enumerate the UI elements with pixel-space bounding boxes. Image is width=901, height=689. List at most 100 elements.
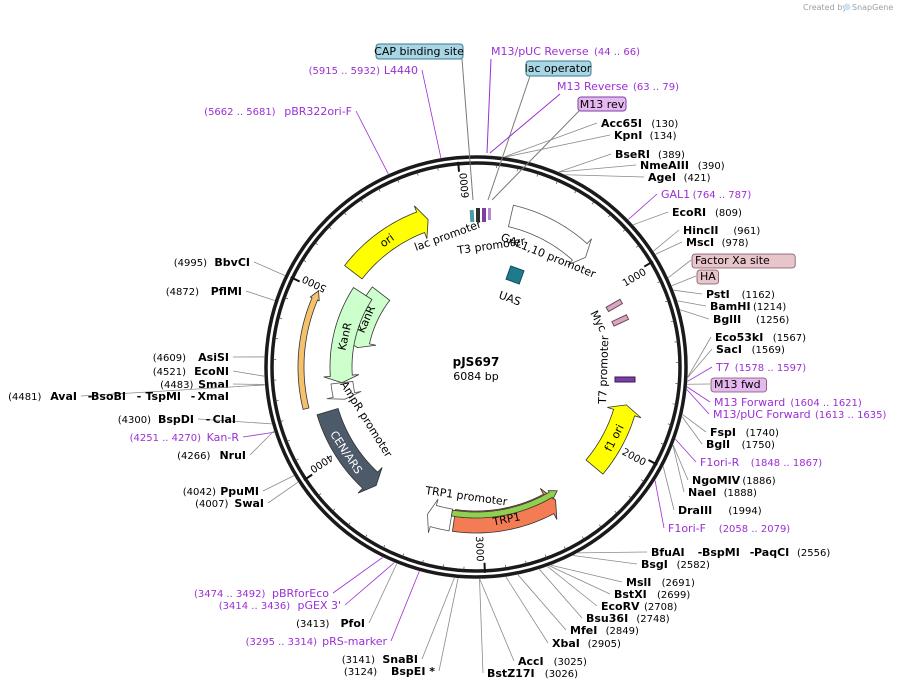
site-position: (1604 .. 1621): [790, 398, 862, 409]
site-asisi: AsiSI(4609): [153, 351, 265, 364]
site-bspei-: BspEI *(3124): [344, 578, 459, 678]
minor-tick: [641, 479, 645, 483]
site-name: BspEI *: [391, 665, 435, 678]
tick-label: 2000: [620, 447, 648, 469]
minor-tick: [598, 524, 602, 528]
mcs-feature-blocks: [469, 208, 636, 383]
site-bsobi: BsoBI: [91, 390, 126, 403]
site-leader: [686, 389, 710, 415]
site-name: BbvCI: [214, 256, 250, 269]
site-position: (3141): [342, 655, 375, 666]
credit-prefix: Created by: [803, 3, 847, 12]
site-name: PfoI: [341, 617, 366, 630]
site-bseri: BseRI(389): [558, 148, 685, 173]
minor-tick: [402, 553, 405, 558]
site-name: F1ori-F: [668, 522, 706, 535]
site-name: MslI: [626, 576, 651, 589]
site-leader: [479, 578, 515, 662]
site-leader: [245, 290, 275, 301]
site-position: (1613 .. 1635): [815, 410, 887, 421]
site-leader: [390, 571, 420, 642]
site-position: (1578 .. 1597): [735, 363, 807, 374]
site-pflmi: PflMI(4872): [166, 285, 275, 301]
minor-tick: [284, 297, 289, 300]
site-leader: [368, 563, 398, 624]
site-position: (5915 .. 5932): [309, 66, 381, 77]
m13puc-reverse-range: (44 .. 66): [594, 47, 640, 58]
minor-tick: [377, 187, 381, 192]
site-position: (4995): [174, 258, 207, 269]
site-name: BfuAI: [651, 546, 685, 559]
tick-label: 1000: [621, 267, 648, 289]
minor-tick: [347, 522, 351, 526]
feature-f1-ori: [585, 404, 642, 475]
site-swai: SwaI(4007): [195, 481, 299, 510]
site-name: PaqCI: [754, 546, 789, 559]
plasmid-name: pJS697: [453, 355, 500, 369]
minor-tick: [660, 443, 665, 446]
site-name: BamHI: [710, 300, 751, 313]
top-annotations: CAP binding site M13/pUC Reverse (44 .. …: [374, 43, 679, 201]
site-name: F1ori-R: [700, 456, 740, 469]
minor-tick: [622, 228, 627, 232]
separator-dash: -: [191, 390, 196, 403]
site-eco53ki: Eco53kI(1567): [687, 331, 806, 378]
separator-dash: -: [137, 390, 142, 403]
site-ppumi: PpuMI(4042): [183, 475, 295, 498]
site-nrui: NruI(4266): [177, 430, 275, 462]
site-t7: T7(1578 .. 1597): [687, 361, 807, 382]
minor-tick: [667, 423, 672, 426]
tick-mark: [457, 161, 461, 172]
m13puc-reverse-label: M13/pUC Reverse: [491, 45, 589, 58]
site-position: (4521): [153, 367, 186, 378]
site-bstz17i: BstZ17I(3026): [479, 578, 578, 680]
separator-dash: -: [698, 546, 703, 559]
site-leader: [654, 480, 665, 529]
feature-box: [710, 377, 767, 393]
site-name: FspI: [710, 426, 736, 439]
site-name: NruI: [219, 449, 246, 462]
site-bfuai: BfuAI: [577, 546, 685, 559]
site-msli: MslI(2691): [551, 564, 695, 589]
minor-tick: [670, 320, 675, 323]
backbone-inner-ring: [270, 161, 682, 573]
t7-promoter-label: T7 promoter: [596, 335, 611, 405]
feature-ampr-promoter: [326, 380, 362, 400]
site-pbr322ori-f: pBR322ori-F(5662 .. 5681): [204, 105, 389, 175]
lac-op-leader: [487, 75, 531, 201]
site-position: (1162): [742, 290, 775, 301]
site-pfoi: PfoI (3413): [296, 563, 398, 630]
site-leader: [673, 289, 703, 295]
minor-tick: [544, 554, 547, 559]
separator-dash: -: [88, 390, 93, 403]
site-bspdi: BspDI(4300): [118, 413, 272, 426]
feature-kanr-mid: [323, 287, 373, 384]
m13-rev-leader: [491, 109, 581, 201]
site-econi: EcoNI(4521): [153, 365, 265, 378]
minor-tick: [525, 560, 527, 565]
site-leader: [633, 211, 669, 226]
site-m13-forward: M13 Forward (1604 .. 1621): [686, 386, 862, 409]
site-position: (1214): [753, 302, 786, 313]
site-name: pBR322ori-F: [284, 105, 352, 118]
site-ngomiv: NgoMIV(1886): [672, 444, 776, 487]
site-name: BsgI: [641, 558, 668, 571]
backbone: [264, 155, 688, 579]
site-leader: [551, 564, 623, 583]
site-name: M13 Forward: [714, 396, 785, 409]
site-name: M13/pUC Forward: [713, 408, 811, 421]
site-position: (4251 .. 4270): [130, 433, 202, 444]
site-name: AsiSI: [198, 351, 229, 364]
site-name: BstZ17I: [487, 667, 535, 680]
minor-tick: [278, 317, 283, 319]
site-acci: AccI(3025): [479, 578, 587, 668]
site-position: (1994): [728, 506, 761, 517]
minor-tick: [328, 226, 332, 230]
site-name: AgeI: [648, 171, 676, 184]
site-position: (3413): [296, 619, 329, 630]
separator-dash: -: [750, 546, 755, 559]
m13rev2-block: [488, 208, 491, 220]
site-position: (1886): [742, 476, 775, 487]
site-draiii: DraIII(1994): [662, 466, 762, 517]
site-name: PstI: [706, 288, 730, 301]
